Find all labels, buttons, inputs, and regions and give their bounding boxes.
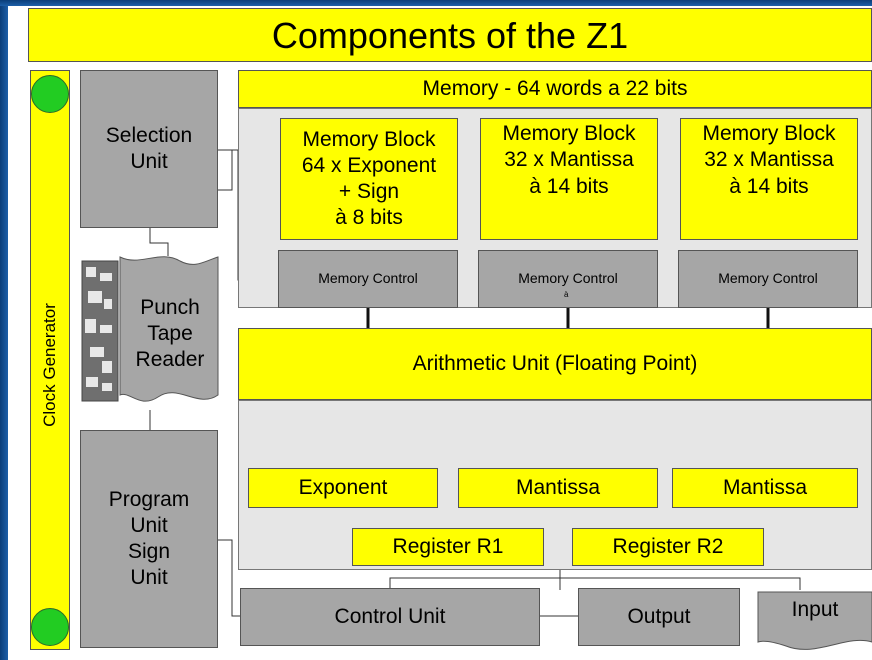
mantissa-box-2: Mantissa <box>672 468 858 508</box>
clock-bottom-circle <box>31 608 69 646</box>
punch-tape-reader: Punch Tape Reader <box>135 295 205 372</box>
input-shape <box>757 591 872 650</box>
program-unit: Program Unit Sign Unit <box>80 430 218 648</box>
left-frame-border <box>0 0 8 660</box>
memory-header: Memory - 64 words a 22 bits <box>238 70 872 108</box>
memory-control-3: Memory Control <box>678 250 858 308</box>
memory-control-stray-char: à <box>564 290 569 299</box>
memory-control-2: Memory Control <box>478 250 658 308</box>
selection-unit: Selection Unit <box>80 70 218 228</box>
control-unit: Control Unit <box>240 588 540 646</box>
clock-generator-label-wrap: Clock Generator <box>22 205 78 525</box>
memory-block-exponent: Memory Block 64 x Exponent + Sign à 8 bi… <box>280 118 458 240</box>
arithmetic-unit-header: Arithmetic Unit (Floating Point) <box>238 328 872 400</box>
clock-generator-bar <box>30 70 70 650</box>
clock-generator-label: Clock Generator <box>40 303 59 427</box>
output-box: Output <box>578 588 740 646</box>
register-r2: Register R2 <box>572 528 764 566</box>
mantissa-box-1: Mantissa <box>458 468 658 508</box>
punch-tape-reader-shape <box>81 256 219 402</box>
input-box: Input <box>791 597 839 621</box>
exponent-box: Exponent <box>248 468 438 508</box>
top-frame-border <box>0 0 872 6</box>
memory-control-1: Memory Control <box>278 250 458 308</box>
clock-top-circle <box>31 75 69 113</box>
register-r1: Register R1 <box>352 528 544 566</box>
memory-block-mantissa-1: Memory Block 32 x Mantissa à 14 bits <box>480 118 658 240</box>
memory-block-mantissa-2: Memory Block 32 x Mantissa à 14 bits <box>680 118 858 240</box>
diagram-title: Components of the Z1 <box>28 8 872 62</box>
